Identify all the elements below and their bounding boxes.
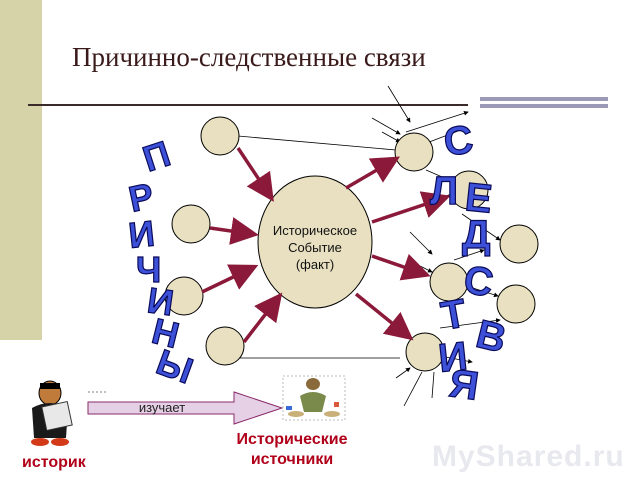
- sources-picture: [282, 375, 346, 421]
- consequences-letter: В: [472, 312, 511, 362]
- watermark: MyShared.ru: [432, 440, 625, 473]
- consequences-letter: Е: [463, 175, 494, 222]
- studies-arrow: [87, 391, 284, 425]
- consequences-letter: С: [460, 258, 496, 306]
- causes-letter: П: [138, 133, 175, 180]
- event-line-2: Событие: [288, 240, 342, 255]
- cause-effect-arrows: [201, 147, 451, 344]
- title-divider: [28, 104, 468, 106]
- consequences-wordart: С Л Е Д С Т В И Я: [429, 117, 511, 410]
- consequence-node-6: [405, 332, 445, 372]
- causes-letter: Ч: [136, 249, 161, 290]
- consequences-letter: И: [436, 334, 469, 381]
- consequence-node-2: [449, 170, 489, 210]
- historian-figure: [31, 380, 73, 446]
- studies-arrow-label: изучает: [138, 400, 186, 415]
- cause-node-1: [200, 116, 240, 156]
- sources-label: Исторические источники: [228, 430, 356, 470]
- cause-nodes: [164, 116, 245, 366]
- consequences-letter: С: [441, 117, 476, 165]
- historical-event-label: Историческое Событие (факт): [255, 222, 375, 273]
- event-line-3: (факт): [295, 257, 335, 272]
- consequences-letter: Д: [462, 213, 491, 257]
- sources-label-line-2: источники: [250, 451, 334, 468]
- sidebar-accent: [0, 0, 42, 340]
- cause-node-3: [164, 276, 204, 316]
- consequences-letter: Л: [430, 169, 458, 213]
- sources-label-line-1: Исторические: [236, 431, 348, 448]
- causes-letter: И: [127, 212, 157, 255]
- title-divider-accent: [480, 97, 608, 111]
- consequence-node-3: [499, 224, 539, 264]
- page-title: Причинно-следственные связи: [72, 42, 426, 72]
- causes-wordart: П Р И Ч И Н Ы: [125, 132, 199, 392]
- causes-letter: И: [145, 279, 176, 323]
- cause-node-2: [171, 204, 211, 244]
- consequence-nodes: [394, 132, 539, 372]
- consequence-node-1: [394, 132, 434, 172]
- consequence-node-4: [429, 262, 469, 302]
- cause-node-4: [205, 326, 245, 366]
- historian-label: историк: [22, 454, 86, 471]
- consequence-node-5: [496, 284, 536, 324]
- event-line-1: Историческое: [272, 223, 358, 238]
- consequences-letter: Я: [447, 361, 482, 409]
